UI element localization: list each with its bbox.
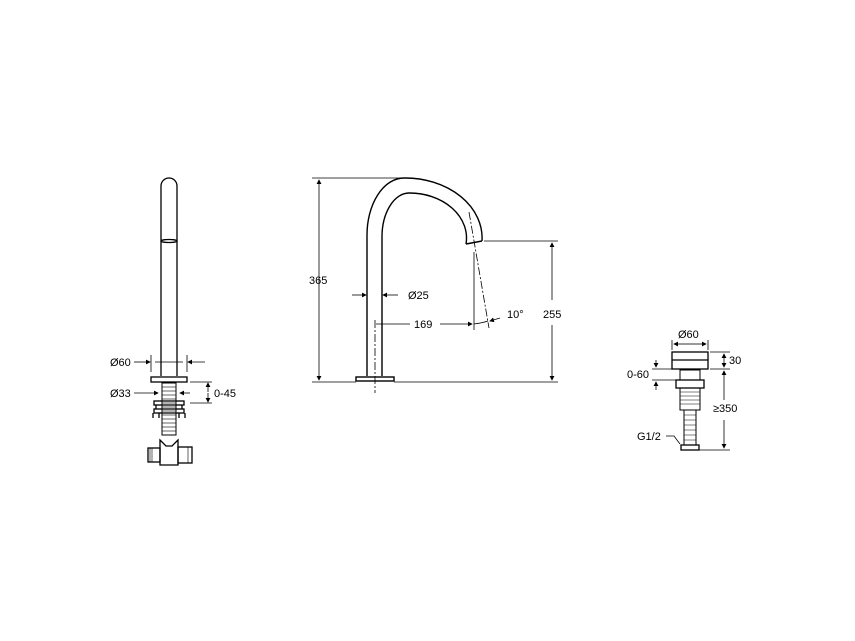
front-dim-tube-dia: Ø25 xyxy=(408,290,429,302)
front-dim-angle: 10° xyxy=(507,309,524,321)
control-dim-height: 30 xyxy=(729,355,741,367)
control-dim-dia: Ø60 xyxy=(678,329,699,341)
side-dim-deck-thickness: 0-45 xyxy=(214,388,236,400)
side-view xyxy=(147,177,193,466)
control-dimensions xyxy=(652,340,730,451)
side-dim-thread-dia: Ø33 xyxy=(110,388,131,400)
side-dimensions xyxy=(134,355,212,404)
front-dimensions xyxy=(312,177,558,383)
control-dim-min-length: ≥350 xyxy=(713,403,737,415)
side-dim-outer-dia: Ø60 xyxy=(110,357,131,369)
control-view xyxy=(671,351,709,451)
front-dim-outlet-height: 255 xyxy=(543,309,561,321)
front-dim-total-height: 365 xyxy=(309,275,327,287)
control-dim-deck-thickness: 0-60 xyxy=(627,369,649,381)
front-centerlines xyxy=(374,211,490,393)
front-dim-reach: 169 xyxy=(414,319,432,331)
control-dim-connection: G1/2 xyxy=(637,431,661,443)
